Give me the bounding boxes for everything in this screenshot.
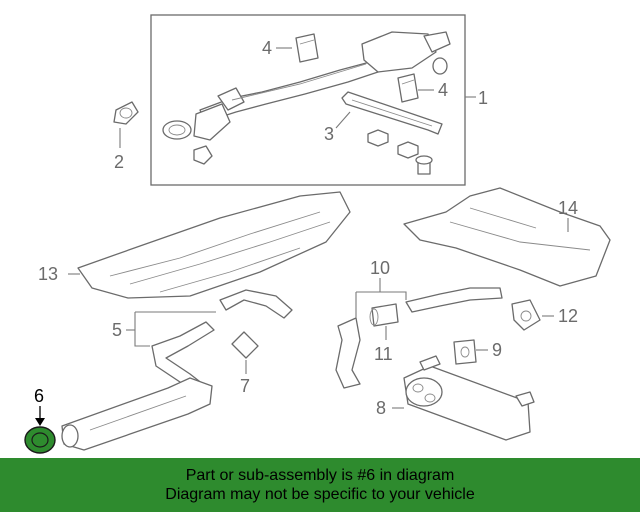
callout-13: 13 <box>38 264 58 284</box>
callout-10: 10 <box>370 258 390 278</box>
hanger-insulator-upper <box>295 33 319 63</box>
clamp-11 <box>369 303 399 327</box>
info-banner: Part or sub-assembly is #6 in diagram Di… <box>0 458 640 512</box>
callout-14: 14 <box>558 198 578 218</box>
intermediate-pipe <box>151 289 293 397</box>
banner-line-1: Part or sub-assembly is #6 in diagram <box>185 467 455 484</box>
banner-line-2: Diagram may not be specific to your vehi… <box>165 486 475 503</box>
callout-4-lower: 4 <box>438 80 448 100</box>
muffler-8 <box>403 355 535 441</box>
callout-5: 5 <box>112 320 122 340</box>
front-pipe-converter <box>162 31 451 165</box>
callout-7: 7 <box>240 376 250 396</box>
callout-1: 1 <box>478 88 488 108</box>
hanger-insulator-lower <box>397 73 419 103</box>
assembly-1-frame <box>150 14 466 186</box>
nuts-and-bolts <box>367 129 433 175</box>
hose-assembly-10 <box>335 287 503 389</box>
callout-8: 8 <box>376 398 386 418</box>
crossmember-14 <box>403 187 611 287</box>
heat-shield-13 <box>77 191 351 299</box>
clamp-7 <box>231 331 259 359</box>
callout-4-upper: 4 <box>262 38 272 58</box>
exhaust-parts-diagram: 1 2 3 4 4 5 6 7 8 9 10 11 12 13 14 <box>24 14 611 454</box>
callout-6: 6 <box>34 386 44 406</box>
gasket <box>113 101 139 125</box>
rear-muffler <box>61 377 213 451</box>
highlighted-part-6 <box>24 426 56 454</box>
callout-9: 9 <box>492 340 502 360</box>
support-bracket <box>341 91 443 135</box>
insulator-9 <box>453 339 477 365</box>
callout-12: 12 <box>558 306 578 326</box>
callout-3: 3 <box>324 124 334 144</box>
callout-2: 2 <box>114 152 124 172</box>
leader-lines <box>35 47 569 426</box>
callout-11: 11 <box>374 344 393 364</box>
grommet-12 <box>511 299 541 331</box>
